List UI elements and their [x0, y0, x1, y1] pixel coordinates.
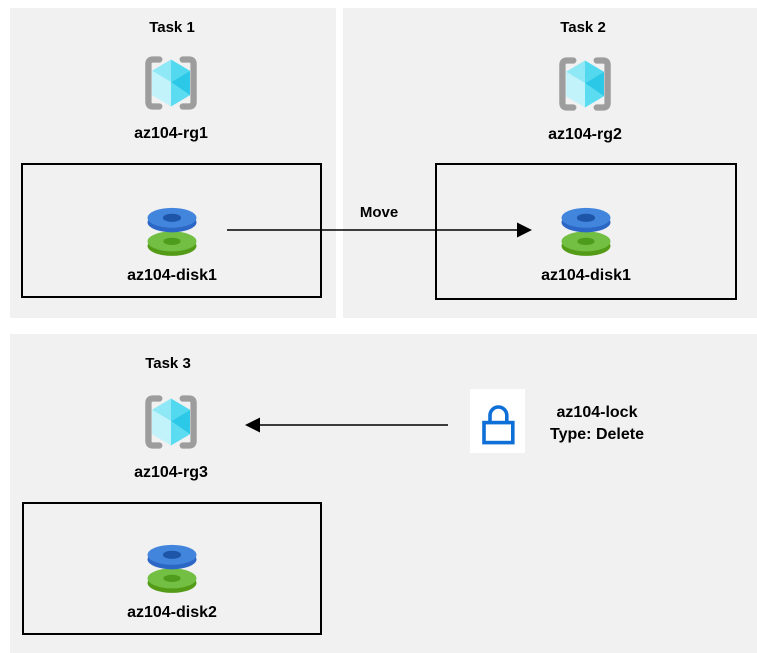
resource-group-icon — [142, 394, 200, 455]
task1-rg-label: az104-rg1 — [134, 125, 208, 142]
task3-disk-box — [22, 502, 322, 635]
disk-icon — [143, 541, 201, 599]
task3-title: Task 3 — [145, 355, 191, 372]
resource-group-icon — [556, 56, 614, 117]
disk-icon — [557, 204, 615, 262]
task1-disk-label: az104-disk1 — [127, 267, 217, 284]
lock-name: az104-lock — [556, 404, 638, 421]
lock-arrow — [245, 417, 448, 433]
task3-rg-label: az104-rg3 — [134, 464, 208, 481]
task1-title: Task 1 — [149, 19, 195, 36]
move-arrow-label: Move — [359, 204, 399, 221]
task3-panel — [10, 334, 757, 653]
lock-icon — [470, 389, 525, 453]
lock-caption: az104-lock Type: Delete — [550, 402, 644, 446]
task3-disk-label: az104-disk2 — [127, 604, 217, 621]
task2-disk-box — [435, 163, 737, 300]
disk-icon — [143, 204, 201, 262]
move-arrow — [227, 222, 532, 238]
lock-type: Type: Delete — [550, 426, 644, 443]
task2-title: Task 2 — [560, 19, 606, 36]
resource-group-icon — [142, 55, 200, 116]
task2-rg-label: az104-rg2 — [548, 126, 622, 143]
task2-disk-label: az104-disk1 — [541, 267, 631, 284]
